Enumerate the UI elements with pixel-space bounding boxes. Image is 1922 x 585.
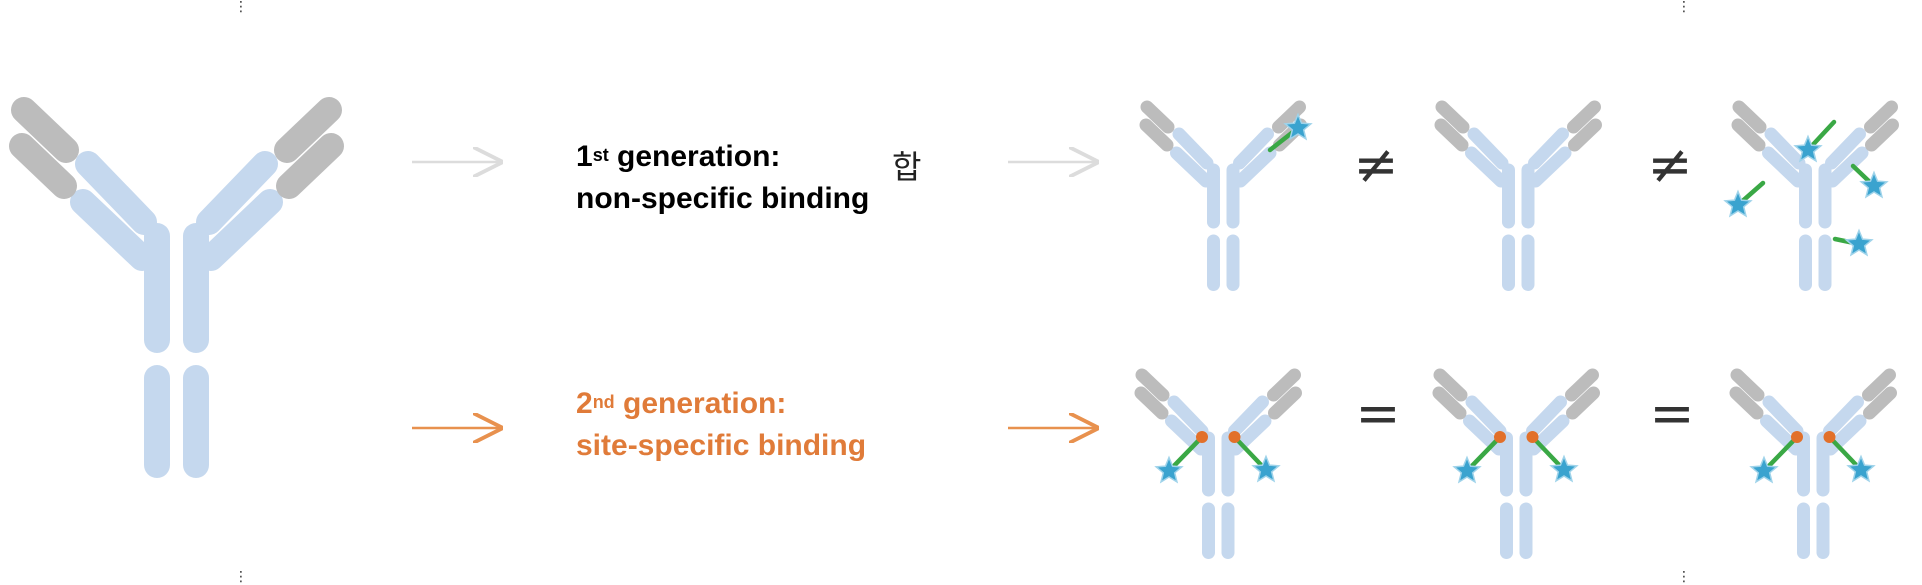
corner-dots-top-right: ⋮ <box>1677 0 1691 15</box>
fab-inner-left <box>1467 127 1509 170</box>
row2-ab2-payload-right-star <box>1549 454 1579 483</box>
fab-inner-right <box>1825 127 1866 170</box>
first-generation-suffix: st <box>592 145 609 165</box>
row1-ab3-payload-d-star <box>1844 228 1874 257</box>
tip-outer-right <box>1268 386 1302 420</box>
row2-ab1-payload-right-linker <box>1232 434 1269 473</box>
tip-outer-left <box>1134 386 1169 420</box>
row2-ab2-payload-right-linker <box>1530 434 1567 473</box>
tip-inner-right <box>1267 368 1301 402</box>
row2-ab3-payload-left-star <box>1749 455 1779 484</box>
row2-ab3-payload-left-linker <box>1761 434 1800 474</box>
row1-antibody-2 <box>1434 100 1602 291</box>
tip-outer-right <box>1568 118 1602 152</box>
not-equal-symbol-2: ≠ <box>1647 133 1692 196</box>
row2-ab1-payload-left-site <box>1196 431 1208 443</box>
row1-antibody-1 <box>1139 100 1313 291</box>
light-chain-left <box>70 189 155 271</box>
fab-inner-left <box>1762 395 1804 438</box>
tip-outer-left <box>1139 118 1174 152</box>
light-chain-right <box>1234 146 1277 188</box>
korean-glyph: 합 <box>892 148 922 186</box>
fab-inner-right <box>1823 395 1864 438</box>
fab-inner-left <box>1764 127 1806 170</box>
fab-inner-left <box>1167 395 1209 438</box>
tip-inner-right <box>274 97 342 163</box>
fab-inner-right <box>1228 395 1269 438</box>
light-chain-left <box>1170 146 1213 188</box>
large-antibody <box>9 97 344 478</box>
row1-ab1-payload-star <box>1283 112 1313 141</box>
second-generation-suffix: nd <box>592 392 615 412</box>
tip-inner-left <box>1433 368 1468 402</box>
row2-ab1-payload-left-linker <box>1166 434 1205 474</box>
tip-outer-right <box>1863 386 1897 420</box>
fab-inner-right <box>1528 127 1569 170</box>
first-generation-ordinal: 1 <box>576 140 593 173</box>
corner-dots-bottom-right: ⋮ <box>1677 569 1691 585</box>
second-generation-title: generation: <box>614 387 787 420</box>
tip-outer-left <box>1432 386 1467 420</box>
tip-inner-left <box>1140 100 1175 134</box>
second-generation-ordinal: 2 <box>576 387 593 420</box>
light-chain-right <box>1529 146 1572 188</box>
tip-outer-left <box>9 133 77 199</box>
first-generation-label: 1st generation: non-specific binding <box>576 136 869 220</box>
row1-antibody-3 <box>1723 100 1899 291</box>
equal-symbol-2: = <box>1649 382 1694 445</box>
tip-inner-right <box>1864 100 1898 134</box>
tip-inner-left <box>1435 100 1470 134</box>
tip-inner-right <box>1565 368 1599 402</box>
fab-inner-left <box>75 151 157 235</box>
tip-inner-left <box>1732 100 1767 134</box>
row2-ab2-payload-left-site <box>1494 431 1506 443</box>
tip-inner-right <box>1567 100 1601 134</box>
fab-inner-right <box>196 151 278 235</box>
tip-inner-left <box>11 97 79 163</box>
tip-outer-right <box>1566 386 1600 420</box>
row2-ab3-payload-right-star <box>1846 454 1876 483</box>
fab-inner-right <box>1233 127 1274 170</box>
tip-outer-right <box>276 133 344 199</box>
tip-inner-left <box>1135 368 1170 402</box>
row2-antibody-2 <box>1432 368 1600 559</box>
row2-antibody-3 <box>1729 368 1897 559</box>
corner-dots-top-left: ⋮ <box>234 0 248 15</box>
row2-ab1-payload-right-site <box>1228 431 1241 443</box>
row2-ab2-payload-right-site <box>1526 431 1539 443</box>
second-generation-label: 2nd generation: site-specific binding <box>576 383 866 467</box>
row1-ab3-payload-b-star <box>1723 189 1753 218</box>
tip-outer-left <box>1434 118 1469 152</box>
row2-ab3-payload-right-site <box>1823 431 1836 443</box>
light-chain-right <box>1826 146 1869 188</box>
tip-outer-left <box>1731 118 1766 152</box>
fab-inner-right <box>1526 395 1567 438</box>
first-generation-subtitle: non-specific binding <box>576 182 870 215</box>
tip-outer-right <box>1865 118 1899 152</box>
light-chain-right <box>198 189 283 271</box>
tip-inner-right <box>1272 100 1306 134</box>
second-generation-subtitle: site-specific binding <box>576 429 867 462</box>
row2-ab3-payload-right-linker <box>1827 434 1864 473</box>
tip-outer-left <box>1729 386 1764 420</box>
row2-ab2-payload-left-star <box>1452 455 1482 484</box>
light-chain-left <box>1762 146 1805 188</box>
row2-antibody-1 <box>1134 368 1302 559</box>
row2-ab1-payload-left-star <box>1154 455 1184 484</box>
equal-symbol-1: = <box>1355 382 1400 445</box>
fab-inner-left <box>1465 395 1507 438</box>
row2-ab1-payload-right-star <box>1251 454 1281 483</box>
row2-ab2-payload-left-linker <box>1464 434 1503 474</box>
first-generation-title: generation: <box>608 140 781 173</box>
row2-ab3-payload-left-site <box>1791 431 1803 443</box>
corner-dots-bottom-left: ⋮ <box>234 569 248 585</box>
tip-inner-right <box>1862 368 1896 402</box>
not-equal-symbol-1: ≠ <box>1353 133 1398 196</box>
row1-ab3-payload-c-star <box>1859 170 1889 199</box>
fab-inner-left <box>1172 127 1214 170</box>
tip-inner-left <box>1730 368 1765 402</box>
light-chain-left <box>1465 146 1508 188</box>
row1-ab3-payload-a-star <box>1793 134 1823 163</box>
